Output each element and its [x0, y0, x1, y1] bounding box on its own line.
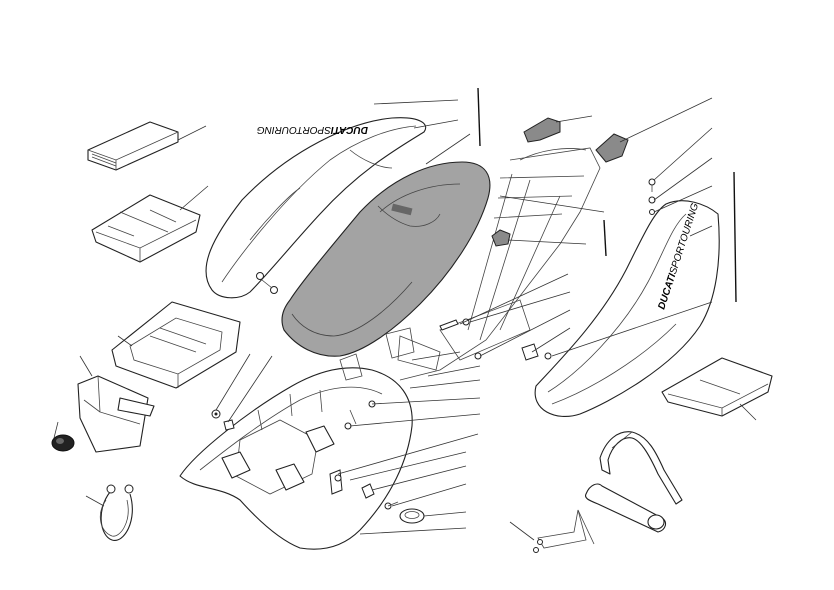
group-bracket-1	[477, 87, 481, 147]
cable-loop	[99, 484, 134, 541]
rubber-grommet	[51, 434, 75, 452]
screw-set-middle	[439, 318, 552, 361]
tab-bracket-2	[595, 133, 629, 163]
seat-cover-pouch	[91, 194, 201, 263]
tool-key	[533, 509, 595, 553]
tab-bracket-1	[523, 117, 561, 143]
screw-top-right	[648, 178, 656, 215]
seat-cowl-left	[205, 117, 427, 299]
seat-cowl-right	[534, 200, 720, 418]
undertray	[179, 327, 415, 550]
leader-lines	[53, 97, 757, 541]
seat	[281, 161, 491, 357]
bolt-cowl	[256, 272, 278, 294]
logo-top-text: DUCATISPORTOURING	[257, 124, 368, 135]
folded-cover-right	[661, 357, 773, 417]
logo-decal-top: DUCATISPORTOURING	[257, 124, 368, 135]
tool-box	[77, 375, 155, 453]
undertray-blocks	[221, 425, 335, 491]
group-bracket-3	[733, 171, 737, 303]
u-lock	[584, 431, 683, 533]
manual-booklet	[87, 121, 179, 171]
seat-badge	[391, 203, 413, 216]
seat-latch	[491, 229, 511, 247]
group-bracket-2	[603, 219, 607, 257]
storage-tray	[111, 301, 241, 389]
